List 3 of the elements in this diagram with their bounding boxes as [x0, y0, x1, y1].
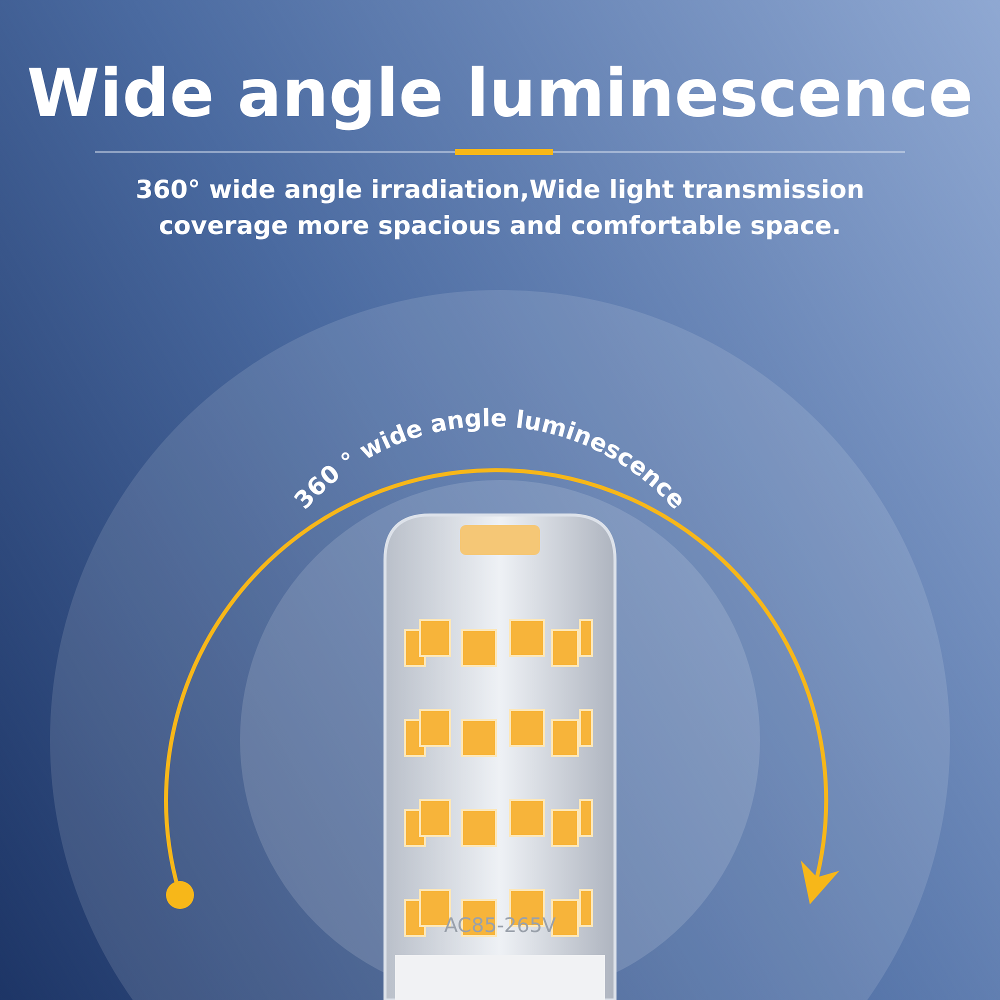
title: Wide angle luminescence	[26, 55, 974, 132]
voltage-marking: AC85-265V	[444, 913, 556, 937]
subtitle: 360° wide angle irradiation,Wide light transmission coverage more spacious and comfortable space.	[134, 174, 866, 242]
